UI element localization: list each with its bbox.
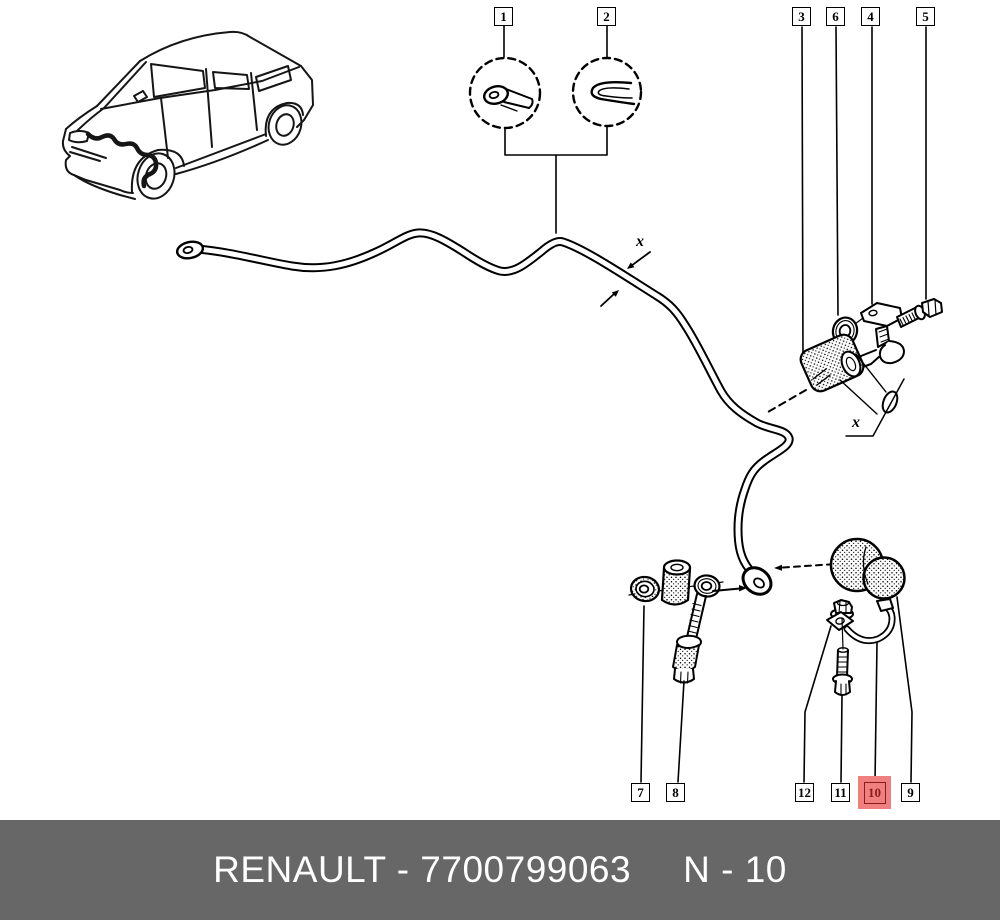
- part-label-5[interactable]: 5: [916, 7, 935, 26]
- bushing-axis-dashed-line: [767, 389, 807, 413]
- part-label-9[interactable]: 9: [901, 783, 920, 802]
- part-label-10[interactable]: 10: [863, 781, 886, 804]
- detail-circle-1: [468, 56, 542, 130]
- bar-bushing-part-9: [774, 537, 906, 600]
- part-label-1[interactable]: 1: [494, 7, 513, 26]
- part-label-6[interactable]: 6: [826, 7, 845, 26]
- front-wheel: [136, 152, 176, 200]
- section-x-lower: x: [852, 414, 860, 431]
- part-label-7[interactable]: 7: [631, 783, 650, 802]
- reference-banner: RENAULT - 7700799063 N - 10: [0, 820, 1000, 920]
- exploded-parts-diagram: [61, 25, 943, 783]
- stabilizer-bar: [175, 228, 794, 596]
- clamp-bracket-part-4: [856, 302, 905, 369]
- part-label-4[interactable]: 4: [861, 7, 880, 26]
- drop-link-assembly: [628, 559, 747, 684]
- leader-lines-bottom: [640, 596, 913, 783]
- part-label-2[interactable]: 2: [597, 7, 616, 26]
- part-label-3[interactable]: 3: [792, 7, 811, 26]
- bolt-part-11: [832, 617, 853, 696]
- part-label-10-highlight: 10: [858, 776, 891, 809]
- headlight: [68, 130, 90, 144]
- section-marker-lower: [839, 353, 905, 437]
- detail-circle-2: [571, 56, 643, 128]
- bolt-part-5: [896, 298, 943, 328]
- detail-connector-lines: [503, 25, 608, 234]
- nut-part-12: [830, 599, 854, 620]
- part-label-8[interactable]: 8: [666, 783, 685, 802]
- section-marker-upper: [600, 251, 651, 307]
- arrow-to-bar-eyelet: [739, 585, 747, 592]
- highlighted-stabilizer-location: [85, 131, 159, 189]
- bushing-part-3: [767, 333, 865, 413]
- leader-lines-top: [801, 26, 927, 360]
- part-label-11[interactable]: 11: [831, 783, 850, 802]
- bar-left-eyelet: [175, 240, 205, 260]
- part-label-12[interactable]: 12: [795, 783, 814, 802]
- bar-lower-eyelet: [741, 566, 773, 596]
- section-x-upper: x: [636, 233, 644, 250]
- car-illustration: [61, 30, 314, 200]
- rear-wheel: [267, 104, 303, 146]
- catalog-page-code: N - 10: [683, 849, 787, 890]
- side-mirror: [133, 90, 148, 103]
- clamp-strap-part-10: [826, 598, 896, 645]
- brand-and-part-number: RENAULT - 7700799063: [213, 849, 632, 890]
